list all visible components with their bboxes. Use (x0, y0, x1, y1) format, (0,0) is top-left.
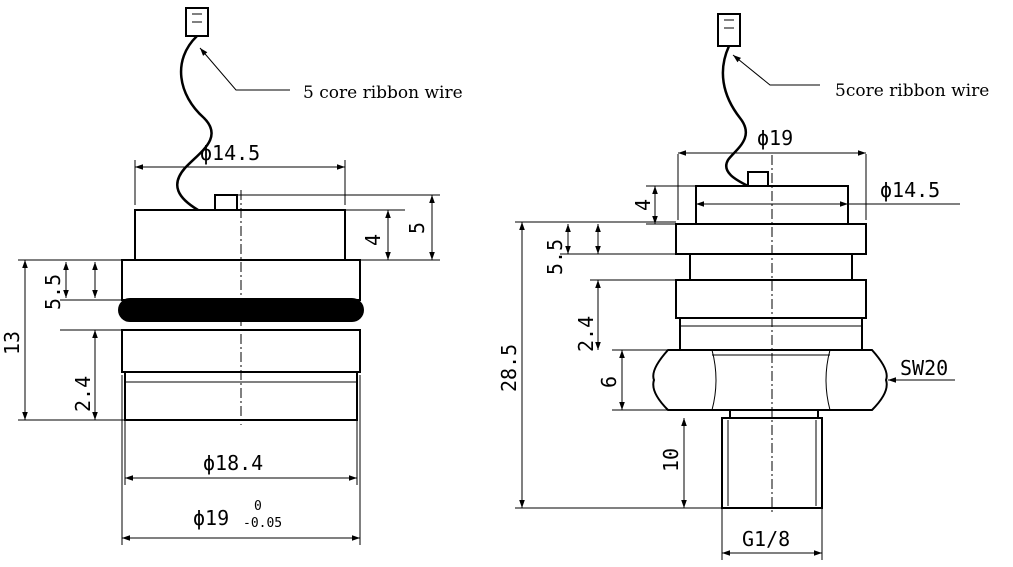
right-dim-28-5: 28.5 (497, 344, 521, 392)
left-dim-5: 5 (405, 222, 429, 234)
right-view: 5core ribbon wire (497, 13, 989, 560)
right-dim-2-4: 2.4 (574, 316, 598, 352)
right-hex-label: SW20 (900, 356, 948, 380)
left-dim-phi-18-4: ϕ18.4 (203, 451, 263, 475)
right-collar (679, 317, 863, 351)
left-view: 5 core ribbon wire ϕ14.5 4 5 (0, 7, 463, 545)
left-top-body (134, 209, 346, 261)
left-wire-leader (199, 47, 290, 91)
right-dim-10: 10 (659, 448, 683, 472)
left-o-ring (118, 298, 364, 322)
right-thread-neck (729, 409, 819, 419)
right-neck (689, 253, 853, 281)
right-ribbon-wire (721, 45, 749, 188)
left-dim-tol-upper: 0 (254, 499, 262, 514)
right-dim-4: 4 (631, 199, 655, 211)
left-connector (185, 7, 209, 37)
left-dim-4: 4 (361, 234, 385, 246)
right-thread-label: G1/8 (742, 527, 790, 551)
left-ribbon-wire (176, 35, 213, 212)
right-flange-2 (675, 279, 867, 319)
left-dim-tol-lower: -0.05 (243, 516, 282, 531)
right-dim-phi-14-5: ϕ14.5 (880, 178, 940, 202)
right-dim-6: 6 (597, 376, 621, 388)
left-dim-phi-19: ϕ19 (193, 506, 229, 530)
right-wire-leader (732, 54, 820, 86)
right-connector (717, 13, 741, 47)
left-dim-2-4: 2.4 (71, 376, 95, 412)
left-dim-5-5: 5.5 (41, 274, 65, 310)
right-dim-5-5: 5.5 (543, 239, 567, 275)
right-hex-nut (652, 349, 888, 411)
right-wire-label: 5core ribbon wire (835, 81, 989, 101)
left-dim-phi-14-5: ϕ14.5 (200, 141, 260, 165)
left-pin (214, 194, 238, 211)
left-dim-13: 13 (0, 331, 24, 355)
right-flange-1 (675, 223, 867, 255)
right-dim-phi-19: ϕ19 (757, 126, 793, 150)
right-pin (747, 171, 769, 187)
left-wire-label: 5 core ribbon wire (303, 83, 463, 103)
